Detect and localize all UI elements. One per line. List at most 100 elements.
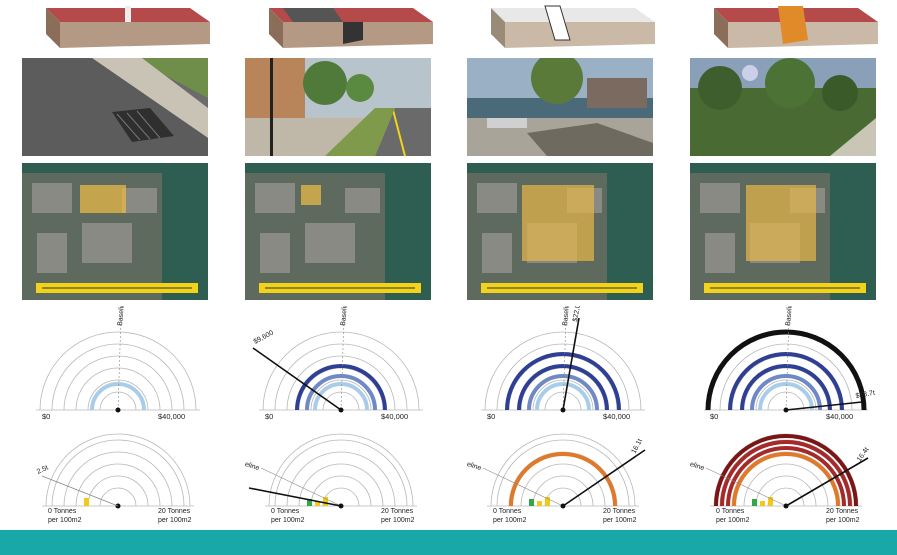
cost-gauge-2: Baseline$0$40,000$9,600 (252, 306, 423, 421)
carbon-max-label: per 100m2 (826, 517, 860, 524)
gauge-ring (63, 355, 173, 411)
carbon-bar (752, 499, 757, 506)
cost-value-label: $22,000 (572, 306, 583, 322)
site-photo-2 (245, 58, 431, 156)
gauge-ring (743, 367, 829, 411)
gauge-ring (87, 379, 149, 411)
carbon-min-label: per 100m2 (493, 517, 527, 524)
carbon-min-label: per 100m2 (271, 517, 305, 524)
gauge-ring (490, 433, 636, 507)
gauge-ring (75, 367, 161, 411)
aerial-map-2 (245, 163, 431, 300)
carbon-value-label: 16.4t (856, 446, 871, 463)
gauge-ring (532, 379, 594, 411)
cost-arc (728, 352, 844, 411)
baseline-line (260, 467, 342, 507)
gauge-ring (767, 391, 805, 411)
baseline-label: Baseline (785, 306, 794, 326)
carbon-bar (84, 498, 89, 506)
carbon-min-label: 0 Tonnes (716, 508, 745, 515)
cost-arc (90, 382, 146, 411)
carbon-needle (562, 449, 646, 507)
baseline-line (482, 467, 564, 507)
cost-value-label: $38.7t (855, 390, 875, 400)
site-photo-1 (22, 58, 208, 156)
baseline-line (340, 315, 345, 411)
carbon-bar (545, 497, 550, 506)
cost-max-label: $40,000 (381, 412, 408, 421)
street-section-1 (46, 6, 210, 48)
street-section-2 (269, 8, 433, 48)
cost-max-label: $40,000 (826, 412, 853, 421)
gauge-ring (39, 331, 197, 411)
gauge-ring (268, 433, 414, 507)
cost-min-label: $0 (710, 412, 718, 421)
gauge-ring (274, 343, 408, 411)
cost-arc (750, 374, 822, 411)
baseline-line (705, 467, 787, 507)
baseline-line (117, 315, 122, 411)
gauge-pivot (115, 407, 121, 413)
carbon-max-label: 20 Tonnes (381, 508, 414, 515)
cost-gauge-3: Baseline $0 $40,000 $22,000 (481, 306, 645, 421)
cost-arc (505, 352, 621, 411)
baseline-label: Baseline (562, 306, 571, 326)
cost-arc (295, 364, 387, 411)
baseline-label: Baseline (245, 457, 260, 472)
gauge-ring (298, 367, 384, 411)
cost-max-label: $40,000 (158, 412, 185, 421)
carbon-arc (726, 446, 846, 507)
gauge-ring (63, 451, 173, 507)
cost-arc (313, 382, 369, 411)
cost-min-label: $0 (265, 412, 273, 421)
street-section-3 (491, 5, 655, 48)
cost-gauge-4: Baseline $0 $40,000 $38.7t (704, 306, 876, 421)
baseline-label: Baseline (117, 306, 126, 326)
gauge-ring (286, 355, 396, 411)
gauge-ring (51, 343, 185, 411)
carbon-bar (760, 501, 765, 506)
cost-min-label: $0 (487, 412, 495, 421)
site-photo-4 (690, 58, 876, 156)
gauge-ring (484, 331, 642, 411)
gauge-ring (755, 379, 817, 411)
baseline-label: Baseline (690, 457, 705, 472)
cost-needle (785, 401, 863, 411)
gauge-ring (87, 475, 149, 507)
carbon-arc (509, 452, 617, 507)
aerial-map-4 (690, 163, 876, 300)
carbon-bar (307, 499, 312, 506)
highlight-area (80, 185, 126, 213)
gauge-ring (508, 451, 618, 507)
cost-max-label: $40,000 (603, 412, 630, 421)
carbon-needle (41, 475, 119, 507)
gauge-ring (262, 331, 420, 411)
carbon-max-label: per 100m2 (603, 517, 637, 524)
gauge-ring (99, 391, 137, 411)
carbon-needle (785, 457, 869, 507)
gauge-ring (322, 391, 360, 411)
gauge-ring (310, 475, 372, 507)
carbon-min-label: per 100m2 (716, 517, 750, 524)
site-photo-3 (467, 58, 653, 156)
cost-gauge-1: Baseline $0 $40,000 (36, 306, 200, 421)
gauge-ring (99, 487, 137, 507)
cost-needle (252, 347, 342, 411)
carbon-min-label: per 100m2 (48, 517, 82, 524)
baseline-label: Baseline (340, 306, 349, 326)
aerial-map-1 (22, 163, 208, 300)
street-section-4 (714, 6, 878, 48)
carbon-bar (323, 497, 328, 506)
cost-arc (517, 364, 609, 411)
aerial-map-3 (467, 163, 653, 300)
cost-arc (705, 329, 867, 411)
cost-min-label: $0 (42, 412, 50, 421)
gauge-ring (755, 475, 817, 507)
gauge-ring (532, 475, 594, 507)
carbon-max-label: 20 Tonnes (826, 508, 859, 515)
carbon-bar (315, 501, 320, 506)
